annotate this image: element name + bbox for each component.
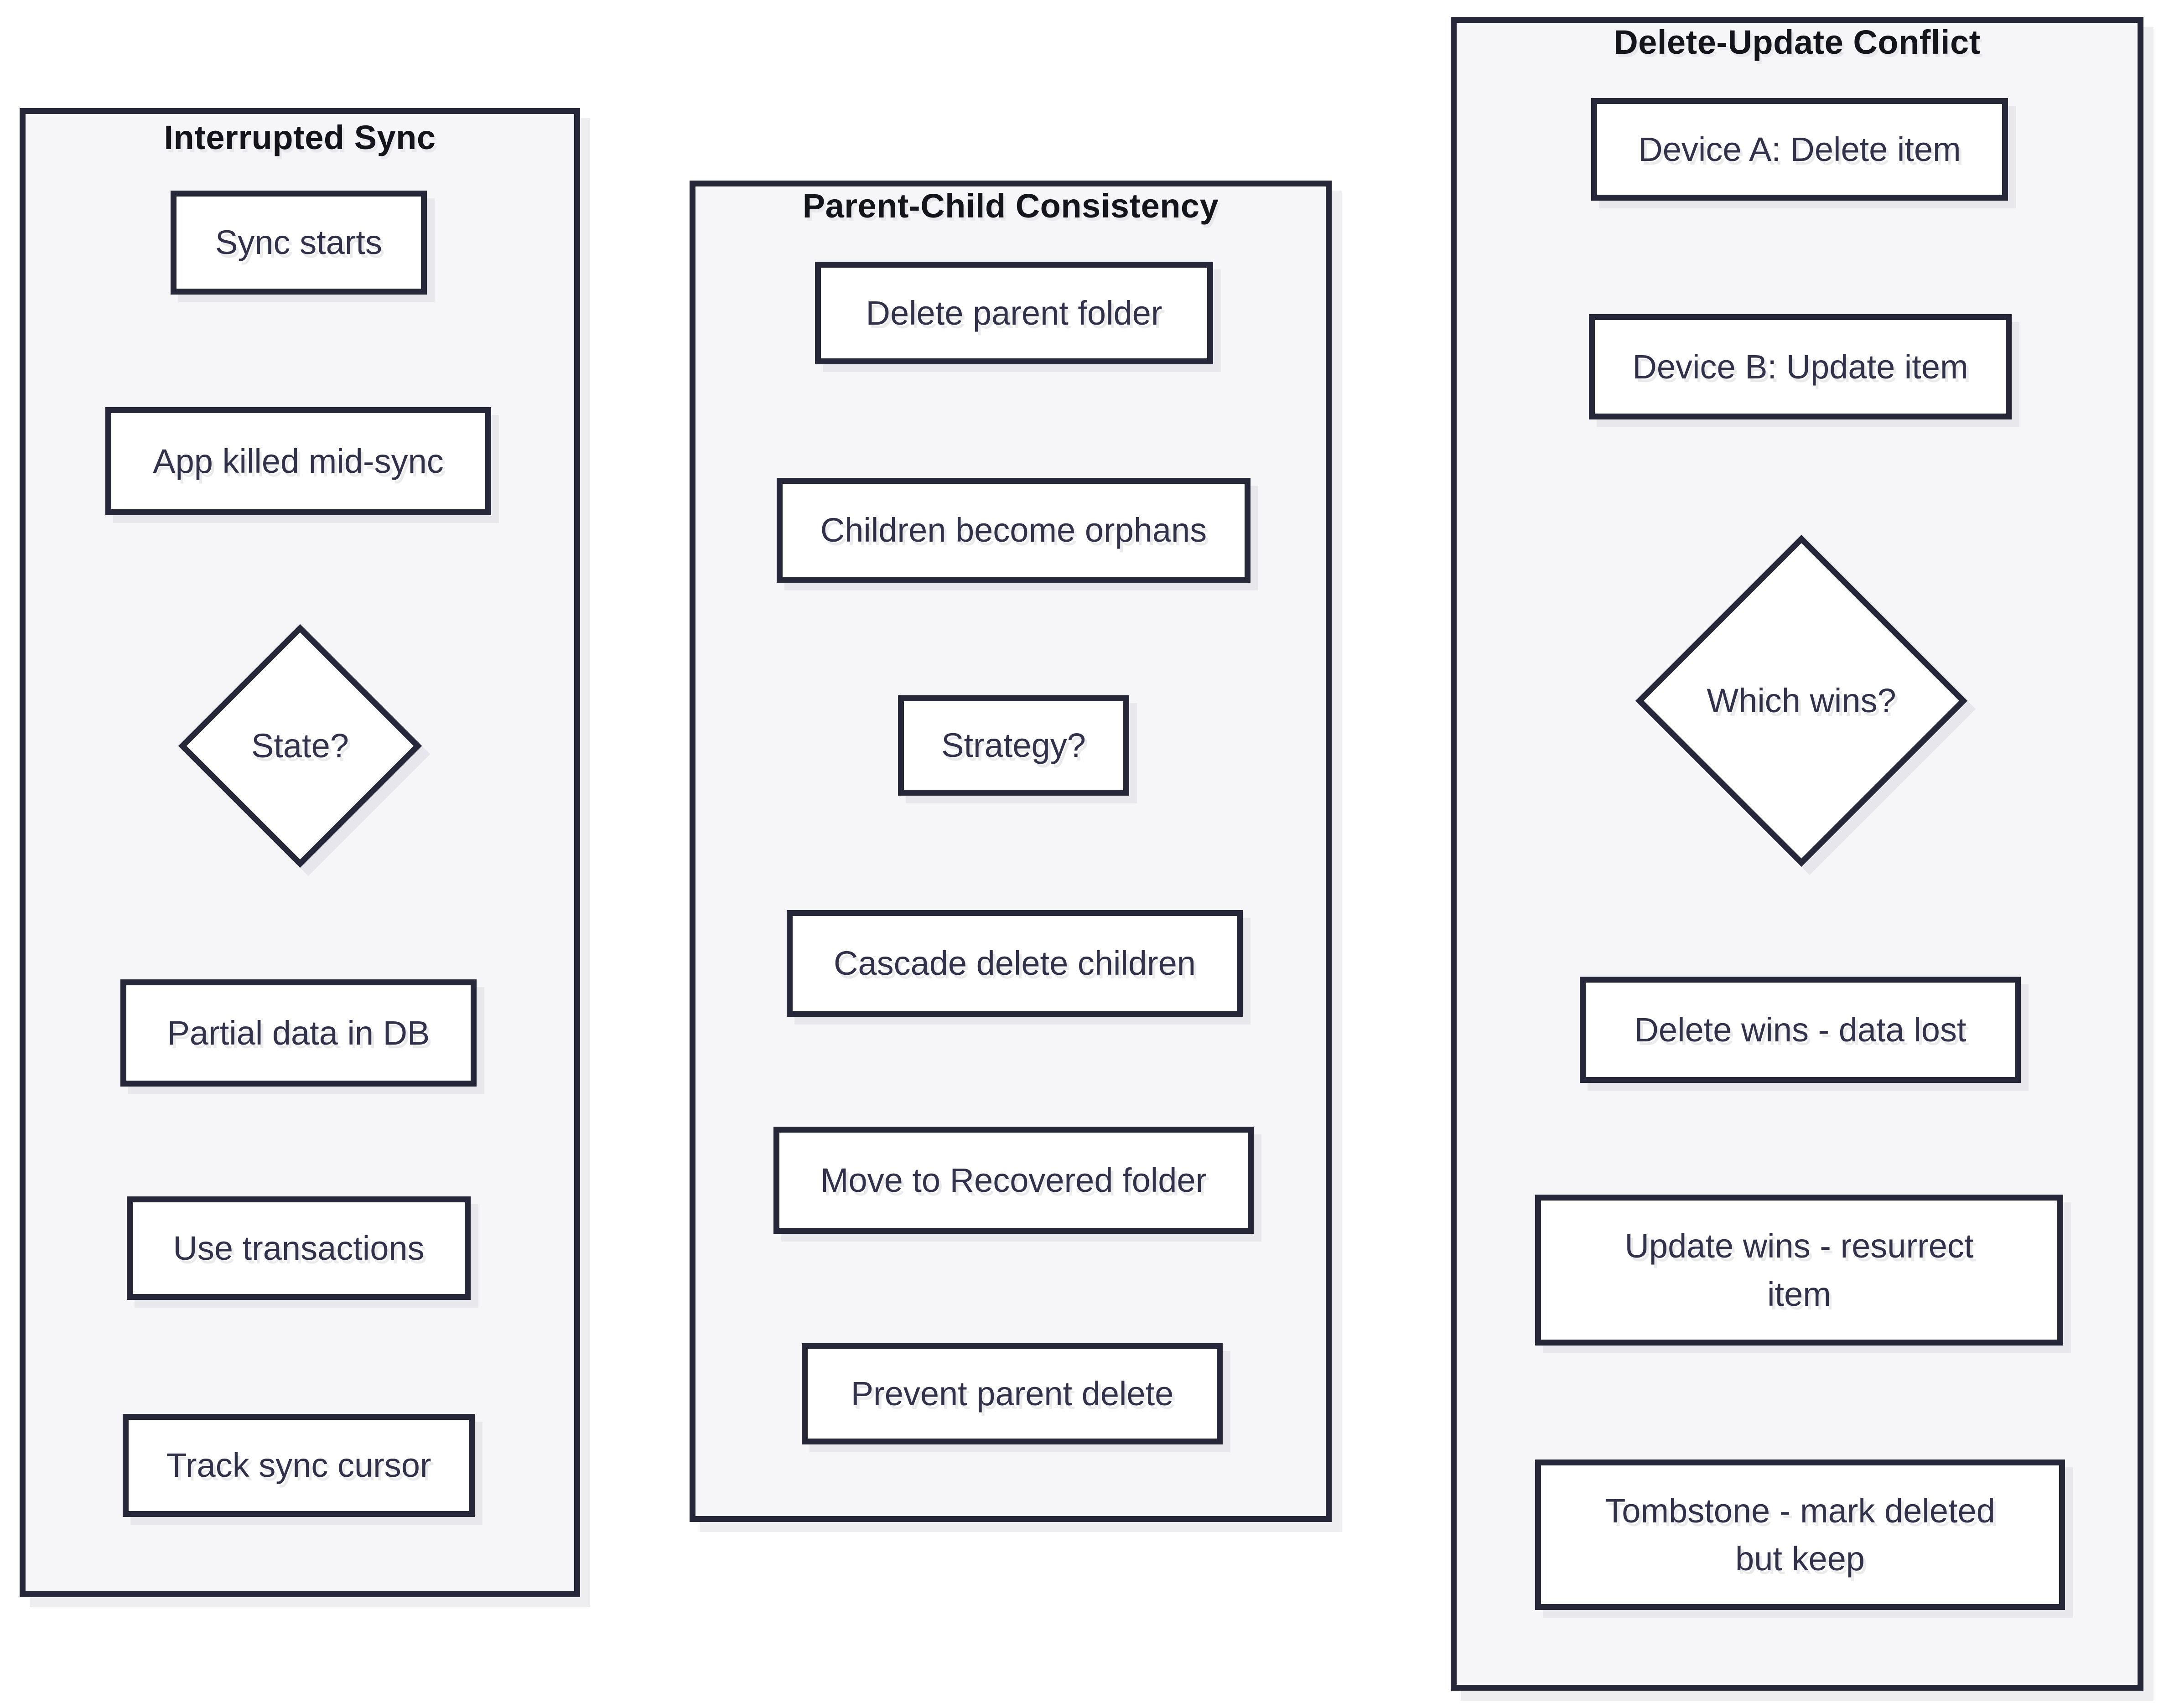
node-label: Cascade delete children xyxy=(834,944,1196,983)
node-which-wins-decision: Which wins? xyxy=(1635,534,1968,867)
node-label: Use transactions xyxy=(173,1229,425,1267)
group-parent-child-consistency: Parent-Child Consistency Delete parent f… xyxy=(690,181,1332,1522)
node-prevent-parent-delete: Prevent parent delete xyxy=(802,1343,1223,1444)
node-device-a-delete-item: Device A: Delete item xyxy=(1591,98,2008,201)
node-label: Sync starts xyxy=(215,223,382,262)
node-label: Device B: Update item xyxy=(1632,347,1968,386)
node-partial-data-in-db: Partial data in DB xyxy=(120,979,477,1087)
node-move-to-recovered-folder: Move to Recovered folder xyxy=(773,1127,1254,1234)
node-label: State? xyxy=(251,727,349,765)
node-label: Children become orphans xyxy=(820,511,1207,549)
node-label: Device A: Delete item xyxy=(1638,130,1961,168)
node-label: App killed mid-sync xyxy=(153,442,444,480)
node-label: Update wins - resurrect item xyxy=(1624,1227,1974,1313)
node-strategy-decision: Strategy? xyxy=(898,695,1129,796)
node-label: Which wins? xyxy=(1707,682,1896,720)
node-track-sync-cursor: Track sync cursor xyxy=(123,1414,475,1517)
node-label: Move to Recovered folder xyxy=(820,1161,1207,1199)
group-title-interrupted-sync: Interrupted Sync xyxy=(164,118,436,156)
node-use-transactions: Use transactions xyxy=(127,1196,471,1300)
node-label: Strategy? xyxy=(941,726,1086,765)
node-tombstone-mark-deleted: Tombstone - mark deleted but keep xyxy=(1535,1460,2065,1610)
node-sync-starts: Sync starts xyxy=(171,191,427,295)
node-label: Delete parent folder xyxy=(866,294,1162,332)
node-delete-parent-folder: Delete parent folder xyxy=(815,262,1213,364)
node-cascade-delete-children: Cascade delete children xyxy=(787,910,1243,1017)
group-interrupted-sync: Interrupted Sync Sync starts App killed … xyxy=(20,108,580,1597)
node-label: Prevent parent delete xyxy=(851,1375,1174,1413)
group-title-parent-child-consistency: Parent-Child Consistency xyxy=(802,186,1219,225)
node-label: Track sync cursor xyxy=(166,1446,431,1485)
node-app-killed-mid-sync: App killed mid-sync xyxy=(105,407,491,515)
group-title-delete-update-conflict: Delete-Update Conflict xyxy=(1614,23,1981,61)
node-children-become-orphans: Children become orphans xyxy=(777,478,1251,583)
node-delete-wins-data-lost: Delete wins - data lost xyxy=(1580,977,2021,1083)
node-device-b-update-item: Device B: Update item xyxy=(1589,314,2012,419)
node-label: Tombstone - mark deleted but keep xyxy=(1605,1491,1995,1578)
node-label: Partial data in DB xyxy=(167,1014,430,1052)
group-delete-update-conflict: Delete-Update Conflict Device A: Delete … xyxy=(1451,17,2143,1691)
node-update-wins-resurrect-item: Update wins - resurrect item xyxy=(1535,1195,2063,1346)
node-label: Delete wins - data lost xyxy=(1634,1010,1967,1049)
node-state-decision: State? xyxy=(178,624,422,868)
